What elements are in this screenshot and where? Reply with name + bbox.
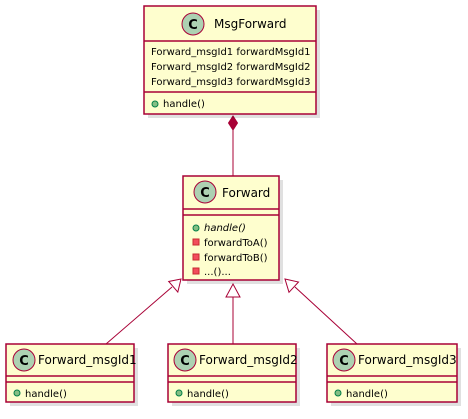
class-letter: C [19,354,29,369]
field-1: Forward_msgId1 forwardMsgId1 [151,47,311,58]
private-method-icon [192,238,200,246]
method-handle: handle() [163,99,205,110]
public-method-icon [13,389,21,397]
class-stereotype-icon [173,348,197,372]
field-3: Forward_msgId3 forwardMsgId3 [151,77,311,88]
class-msgforward[interactable]: C MsgForward Forward_msgId1 forwardMsgId… [143,5,320,118]
class-name: MsgForward [214,17,286,31]
public-method-icon [151,100,159,108]
class-stereotype-icon [332,348,356,372]
class-forward-msgid2[interactable]: C Forward_msgId2 handle() [167,343,300,406]
class-stereotype-icon [181,12,205,36]
inheritance-line [294,286,358,345]
method-handle: handle() [187,389,229,400]
class-letter: C [339,354,349,369]
class-letter: C [180,354,190,369]
inheritance-edge-msgid2-forward [225,282,241,344]
inheritance-edge-msgid3-forward [284,278,358,345]
class-name: Forward_msgId1 [38,353,137,367]
inheritance-line [105,286,173,345]
class-box [143,5,317,115]
class-forward[interactable]: C Forward handle() forwardToA() forwardT… [182,175,283,284]
class-name: Forward_msgId2 [199,353,298,367]
class-name: Forward_msgId3 [358,353,457,367]
composition-diamond [227,115,239,131]
inheritance-arrowhead [284,278,300,294]
method-forwardtob: forwardToB() [204,253,268,264]
inheritance-edge-msgid1-forward [105,278,182,345]
public-method-icon [192,224,200,232]
public-method-icon [334,389,342,397]
inheritance-arrowhead [225,282,241,298]
method-handle: handle() [25,389,67,400]
method-handle: handle() [346,389,388,400]
class-stereotype-icon [193,180,217,204]
class-letter: C [200,186,210,201]
class-forward-msgid3[interactable]: C Forward_msgId3 handle() [326,343,461,406]
class-forward-msgid1[interactable]: C Forward_msgId1 handle() [5,343,138,406]
field-2: Forward_msgId2 forwardMsgId2 [151,62,311,73]
method-ellipsis: ...()... [204,267,231,278]
private-method-icon [192,267,200,275]
inheritance-arrowhead [167,278,182,294]
method-handle: handle() [204,223,246,234]
method-forwardtoa: forwardToA() [204,238,268,249]
private-method-icon [192,253,200,261]
class-name: Forward [222,186,270,200]
public-method-icon [175,389,183,397]
class-stereotype-icon [12,348,36,372]
class-letter: C [188,18,198,33]
composition-edge-msgforward-forward [227,115,239,176]
